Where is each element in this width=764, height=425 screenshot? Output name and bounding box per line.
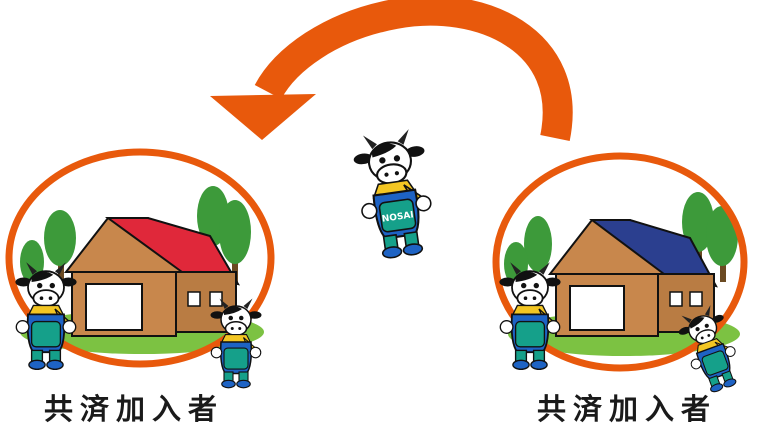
- right-barn: [547, 219, 718, 337]
- right-ring: [492, 152, 748, 372]
- left-caption: 共済加入者: [43, 392, 224, 425]
- mascot-bib-text: NOSAI: [381, 210, 414, 224]
- left-scene: [5, 148, 275, 389]
- center-mascot: NOSAI: [349, 126, 440, 263]
- left-trees: [20, 186, 251, 284]
- right-scene: [492, 152, 748, 398]
- right-caption: 共済加入者: [536, 392, 717, 425]
- arrow-arc: [254, 0, 573, 141]
- left-barn: [63, 217, 241, 337]
- left-ring: [5, 148, 275, 368]
- arrow-head: [210, 94, 316, 140]
